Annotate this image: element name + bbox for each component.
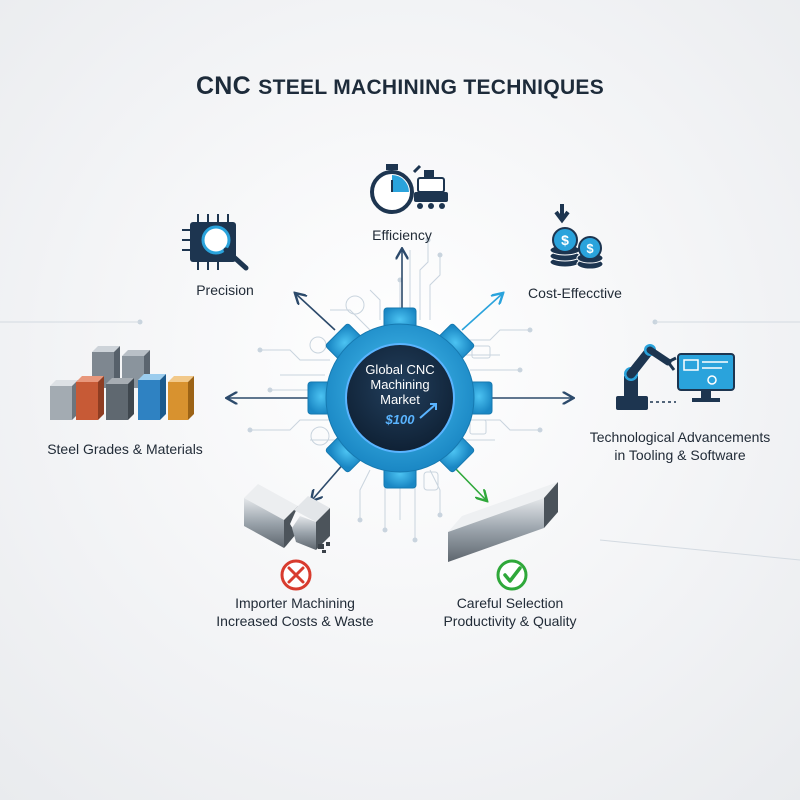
arrow-careful bbox=[451, 464, 486, 500]
arrow-cost-effective bbox=[461, 294, 502, 331]
hub-line-3: Market bbox=[380, 392, 420, 407]
hub-value: $100 bbox=[385, 412, 415, 427]
check-circle-icon bbox=[496, 559, 528, 591]
cost-effective-label: Cost-Effecctive bbox=[528, 285, 622, 301]
svg-text:$: $ bbox=[586, 241, 594, 256]
efficiency-label: Efficiency bbox=[372, 227, 432, 243]
stopwatch-icon bbox=[370, 164, 422, 214]
machine-icon bbox=[414, 170, 448, 209]
precision-label: Precision bbox=[196, 282, 254, 298]
hub-line-1: Global CNC bbox=[365, 362, 435, 377]
tech-label-line-1: Technological Advancements bbox=[589, 429, 771, 445]
careful-label-line-2: Productivity & Quality bbox=[443, 613, 577, 629]
gear-icon bbox=[307, 307, 493, 489]
circuit-traces bbox=[250, 240, 540, 540]
broken-bar-icon bbox=[244, 484, 330, 553]
steel-grades-label: Steel Grades & Materials bbox=[47, 441, 203, 457]
chip-magnifier-icon bbox=[182, 214, 249, 271]
improper-label: Importer Machining Increased Costs & Was… bbox=[200, 594, 390, 630]
svg-text:$: $ bbox=[561, 232, 569, 248]
steel-blocks-icon bbox=[50, 346, 194, 420]
title-rest: STEEL MACHINING TECHNIQUES bbox=[258, 76, 605, 99]
improper-label-line-1: Importer Machining bbox=[235, 595, 355, 611]
tech-label: Technological Advancements in Tooling & … bbox=[570, 428, 790, 464]
tech-label-line-2: in Tooling & Software bbox=[614, 447, 746, 463]
arrow-improper bbox=[312, 461, 346, 500]
page-title: CNC STEEL MACHINING TECHNIQUES bbox=[0, 72, 800, 101]
title-prefix: CNC bbox=[195, 72, 252, 100]
careful-label: Careful Selection Productivity & Quality bbox=[420, 594, 600, 630]
cross-circle-icon bbox=[280, 559, 312, 591]
mini-icons bbox=[309, 295, 491, 491]
arrow-precision bbox=[296, 294, 336, 331]
improper-label-line-2: Increased Costs & Waste bbox=[216, 613, 374, 629]
monitor-icon bbox=[650, 353, 735, 403]
background-lines bbox=[0, 321, 800, 561]
steel-bar-icon bbox=[448, 482, 558, 562]
careful-label-line-1: Careful Selection bbox=[456, 595, 564, 611]
robot-arm-icon bbox=[616, 344, 677, 410]
hub-label: Global CNC Machining Market bbox=[340, 362, 460, 407]
hub-line-2: Machining bbox=[370, 377, 430, 392]
coins-icon: $ $ bbox=[549, 204, 604, 270]
